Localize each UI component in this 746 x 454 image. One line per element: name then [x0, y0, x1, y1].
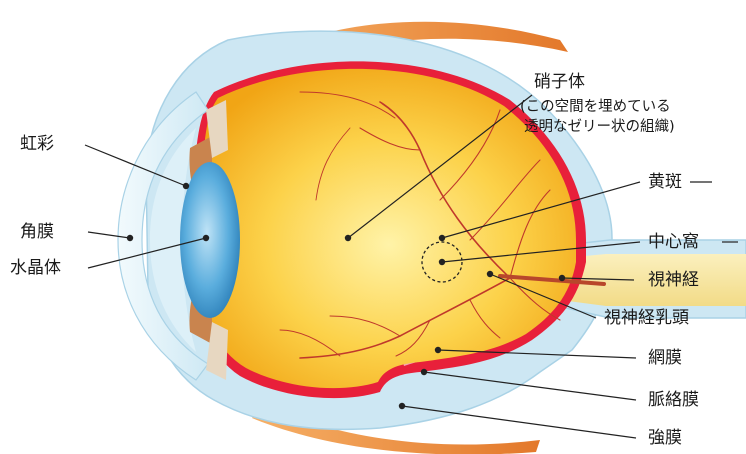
- label-macula: 黄斑: [648, 172, 682, 192]
- label-vitreous-note-2: 透明なゼリー状の組織): [524, 118, 675, 136]
- label-retina: 網膜: [648, 348, 682, 368]
- label-lens: 水晶体: [10, 258, 61, 278]
- label-optic-nerve: 視神経: [648, 270, 699, 290]
- label-cornea: 角膜: [20, 222, 54, 242]
- label-vitreous: 硝子体: [534, 72, 585, 92]
- label-sclera: 強膜: [648, 428, 682, 448]
- label-iris: 虹彩: [20, 134, 54, 154]
- label-choroid: 脈絡膜: [648, 390, 699, 410]
- label-fovea: 中心窩: [648, 232, 699, 252]
- label-vitreous-note-1: (この空間を埋めている: [520, 98, 671, 116]
- label-optic-disc: 視神経乳頭: [604, 308, 689, 328]
